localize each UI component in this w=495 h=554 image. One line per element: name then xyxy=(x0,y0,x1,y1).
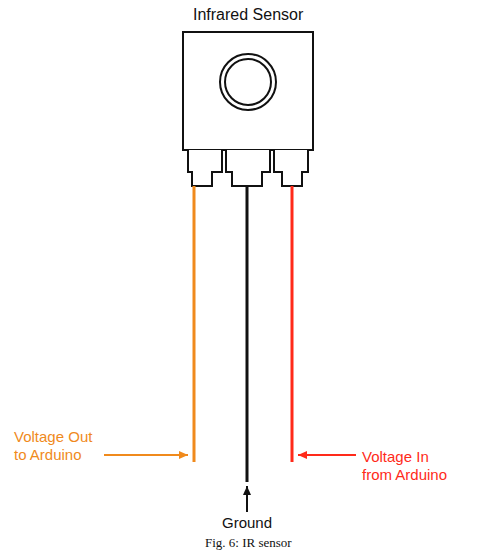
pin-label: Ground xyxy=(222,514,272,532)
pointer-arrow xyxy=(246,486,248,512)
figure-caption: Fig. 6: IR sensor xyxy=(205,535,292,551)
diagram-title: Infrared Sensor xyxy=(193,6,303,24)
output-wire xyxy=(193,186,196,462)
pointer-arrow xyxy=(104,454,188,456)
ground-wire xyxy=(246,186,249,482)
pin-label: Voltage In from Arduino xyxy=(362,448,452,484)
sensor-pin xyxy=(188,150,222,186)
sensor-pin xyxy=(226,150,270,186)
sensor-body xyxy=(183,32,313,150)
pointer-arrow xyxy=(298,454,356,456)
input-wire xyxy=(291,186,294,462)
pin-label: Voltage Out to Arduino xyxy=(14,428,102,464)
sensor-lens xyxy=(220,54,276,110)
sensor-pin xyxy=(274,150,308,186)
sensor-lens-inner xyxy=(225,59,271,105)
